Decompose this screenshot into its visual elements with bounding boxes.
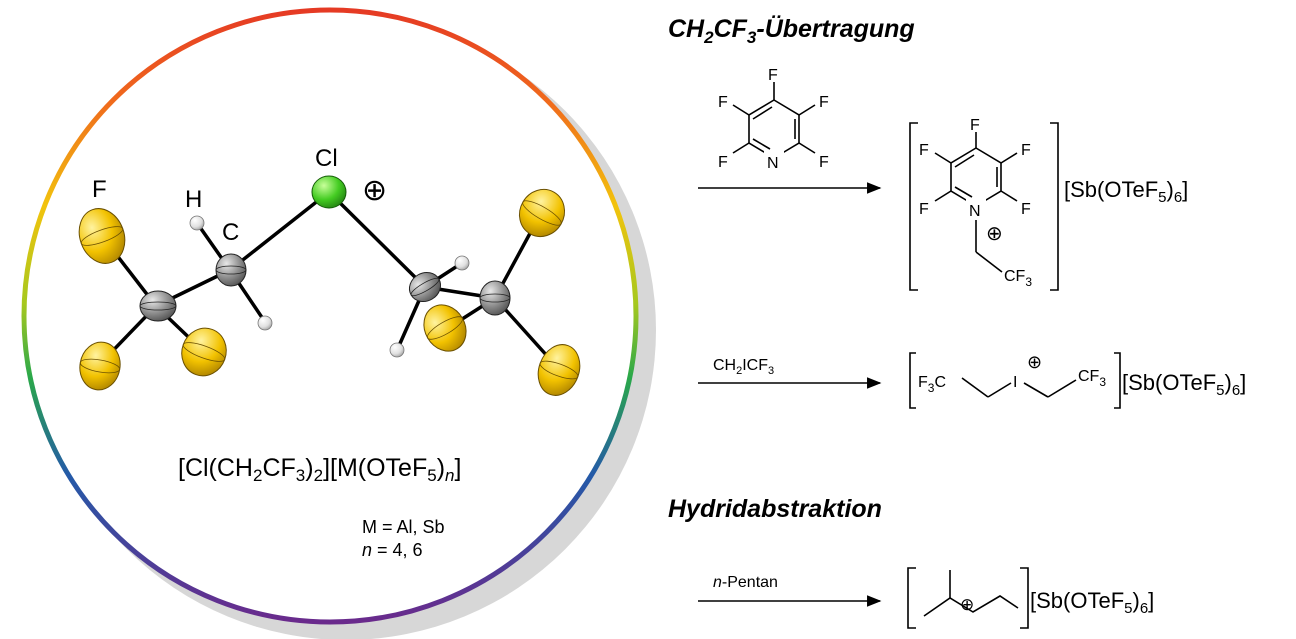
- reagent-atom-f: F: [819, 154, 829, 171]
- n-note: n = 4, 6: [362, 540, 423, 560]
- product-atom-f: F: [1021, 142, 1031, 159]
- hydrogen-atom: [189, 215, 205, 231]
- atom-label-f: F: [92, 176, 107, 203]
- rainbow-ring: [21, 7, 639, 625]
- pyridinium-charge: ⊕: [986, 223, 1003, 245]
- carbon-atom: [408, 271, 442, 303]
- atom-label-h: H: [185, 186, 202, 213]
- iodonium-left-group: F3C: [918, 374, 946, 395]
- reagent-label: CH2ICF3: [713, 357, 774, 377]
- section-title-hydride: Hydridabstraktion: [668, 495, 882, 523]
- product-cf3-group: CF3: [1004, 268, 1032, 289]
- anion-label: [Sb(OTeF5)6]: [1064, 177, 1188, 206]
- iodonium-product: F3C I ⊕ CF3: [909, 352, 1121, 409]
- reagent-label: n-Pentan: [713, 574, 778, 591]
- cation-formula: [Cl(CH2CF3)2][M(OTeF5)n]: [178, 454, 461, 485]
- product-atom-f: F: [970, 117, 980, 134]
- fluorine-atom: [79, 341, 121, 391]
- cation-charge: ⊕: [362, 174, 387, 207]
- hydrogen-atom: [454, 255, 470, 271]
- reagent-atom-n: N: [767, 155, 779, 172]
- fluorine-atom: [423, 304, 467, 352]
- carbon-atom: [479, 280, 511, 316]
- hydrogen-atom: [389, 342, 405, 358]
- product-atom-f: F: [919, 201, 929, 218]
- atom-label-cl: Cl: [315, 145, 338, 172]
- section-title-transfer: CH2CF3-Übertragung: [668, 14, 915, 47]
- fluorine-atom: [518, 188, 566, 238]
- reagent-atom-f: F: [819, 94, 829, 111]
- metal-note: M = Al, Sb: [362, 517, 445, 537]
- panel-disc: [26, 12, 634, 620]
- iodonium-right-group: CF3: [1078, 368, 1106, 389]
- product-atom-f: F: [919, 142, 929, 159]
- reaction-pyridine: F F F F F N F F F F F: [698, 67, 1188, 291]
- hydrogen-atom: [257, 315, 273, 331]
- fluorine-atom: [537, 344, 581, 396]
- iodonium-charge: ⊕: [1027, 352, 1042, 372]
- crystal-structure: Cl F H C ⊕: [78, 145, 581, 396]
- reagent-atom-f: F: [718, 94, 728, 111]
- fluorine-atom: [78, 208, 126, 264]
- reagent-atom-f: F: [768, 67, 778, 84]
- product-atom-n: N: [969, 203, 981, 220]
- fluorine-atom: [181, 327, 227, 377]
- reagent-atom-f: F: [718, 154, 728, 171]
- pentafluoropyridine-reagent: F F F F F N: [718, 67, 829, 172]
- anion-label: [Sb(OTeF5)6]: [1122, 370, 1246, 399]
- carbocation-charge: ⊕: [960, 595, 974, 614]
- atom-label-c: C: [222, 219, 239, 246]
- iodonium-center: I: [1013, 374, 1017, 391]
- chlorine-atom: [311, 175, 347, 209]
- carbon-atom: [215, 253, 247, 287]
- reaction-pentane: n-Pentan ⊕ [Sb(OTeF5)6]: [698, 567, 1154, 629]
- anion-label: [Sb(OTeF5)6]: [1030, 588, 1154, 617]
- reaction-iodonium: CH2ICF3 F3C I ⊕ CF3 [Sb(OTeF5)6]: [698, 352, 1246, 409]
- carbon-atom: [139, 290, 177, 322]
- product-atom-f: F: [1021, 201, 1031, 218]
- structure-panel: Cl F H C ⊕ [Cl(CH2CF3)2][M(OTeF5)n] M = …: [21, 7, 656, 639]
- pyridinium-product: F F F F F N ⊕ CF3: [909, 117, 1059, 291]
- pentyl-cation-product: ⊕: [907, 567, 1029, 629]
